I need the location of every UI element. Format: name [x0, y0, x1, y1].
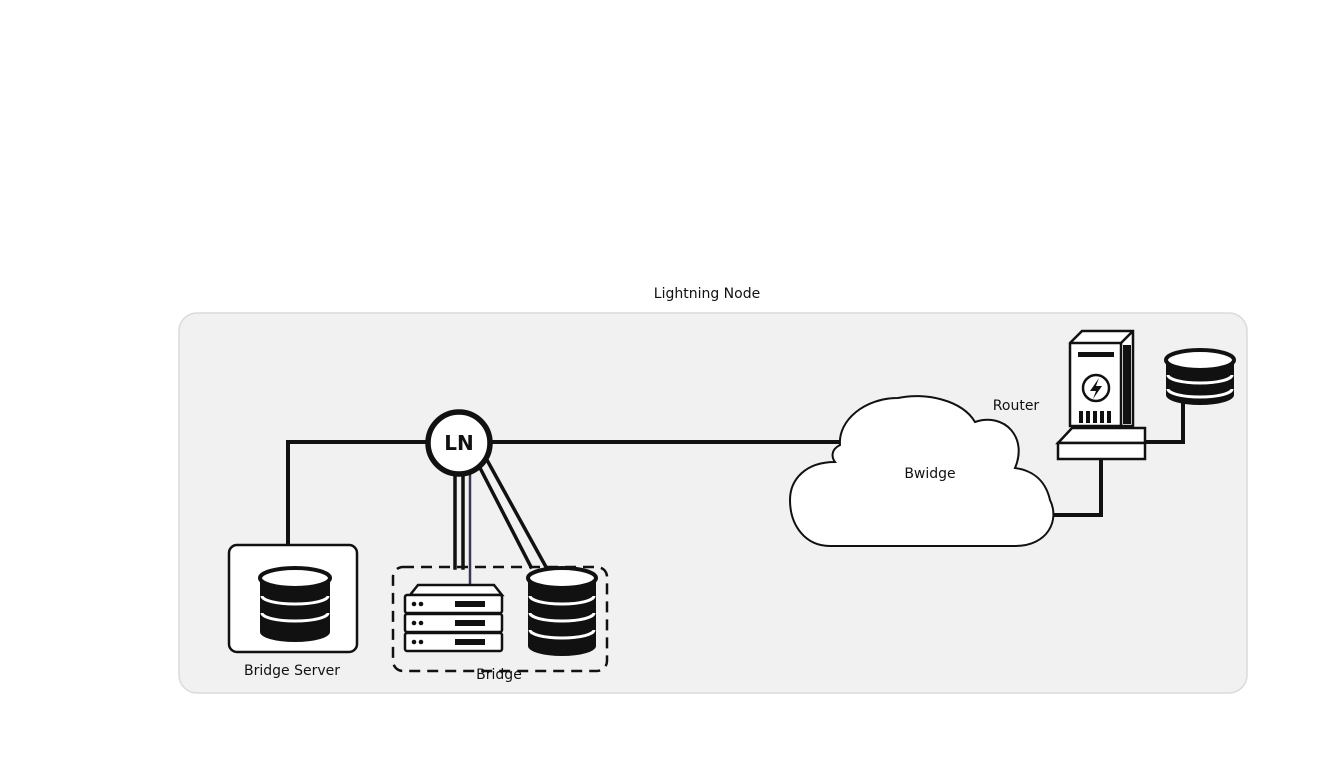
- connector-ln-db-b: [484, 457, 549, 570]
- connectors: [286, 403, 1185, 589]
- diagram-title: Lightning Node: [654, 286, 760, 302]
- connector-router-db: [1143, 403, 1185, 444]
- ln-node-label: LN: [444, 431, 473, 455]
- cloud-node: Bwidge: [788, 395, 1055, 547]
- connector-cloud-router: [1050, 458, 1103, 517]
- connector-ln-db-a: [475, 461, 534, 570]
- bridge-group: Bridge: [391, 565, 609, 683]
- cloud-icon: [788, 395, 1055, 547]
- connector-ln-bridge-server: [286, 440, 430, 547]
- bridge-group-label: Bridge: [476, 667, 522, 683]
- rack-server-icon: [403, 583, 505, 653]
- bridge-server-node: Bridge Server: [227, 543, 359, 679]
- router-label: Router: [993, 398, 1040, 414]
- ln-node-circle: [425, 409, 493, 477]
- cloud-label: Bwidge: [904, 466, 955, 482]
- bridge-server-label: Bridge Server: [244, 663, 340, 679]
- router-tower-icon: [1055, 329, 1147, 461]
- router-node: Router: [993, 329, 1147, 461]
- database-icon: [258, 566, 332, 642]
- database-icon: [526, 566, 598, 656]
- ln-node: LN: [425, 409, 493, 477]
- bridge-group-border: [391, 565, 609, 673]
- database-icon: [1164, 348, 1236, 405]
- lightning-bolt-icon: [1090, 378, 1102, 399]
